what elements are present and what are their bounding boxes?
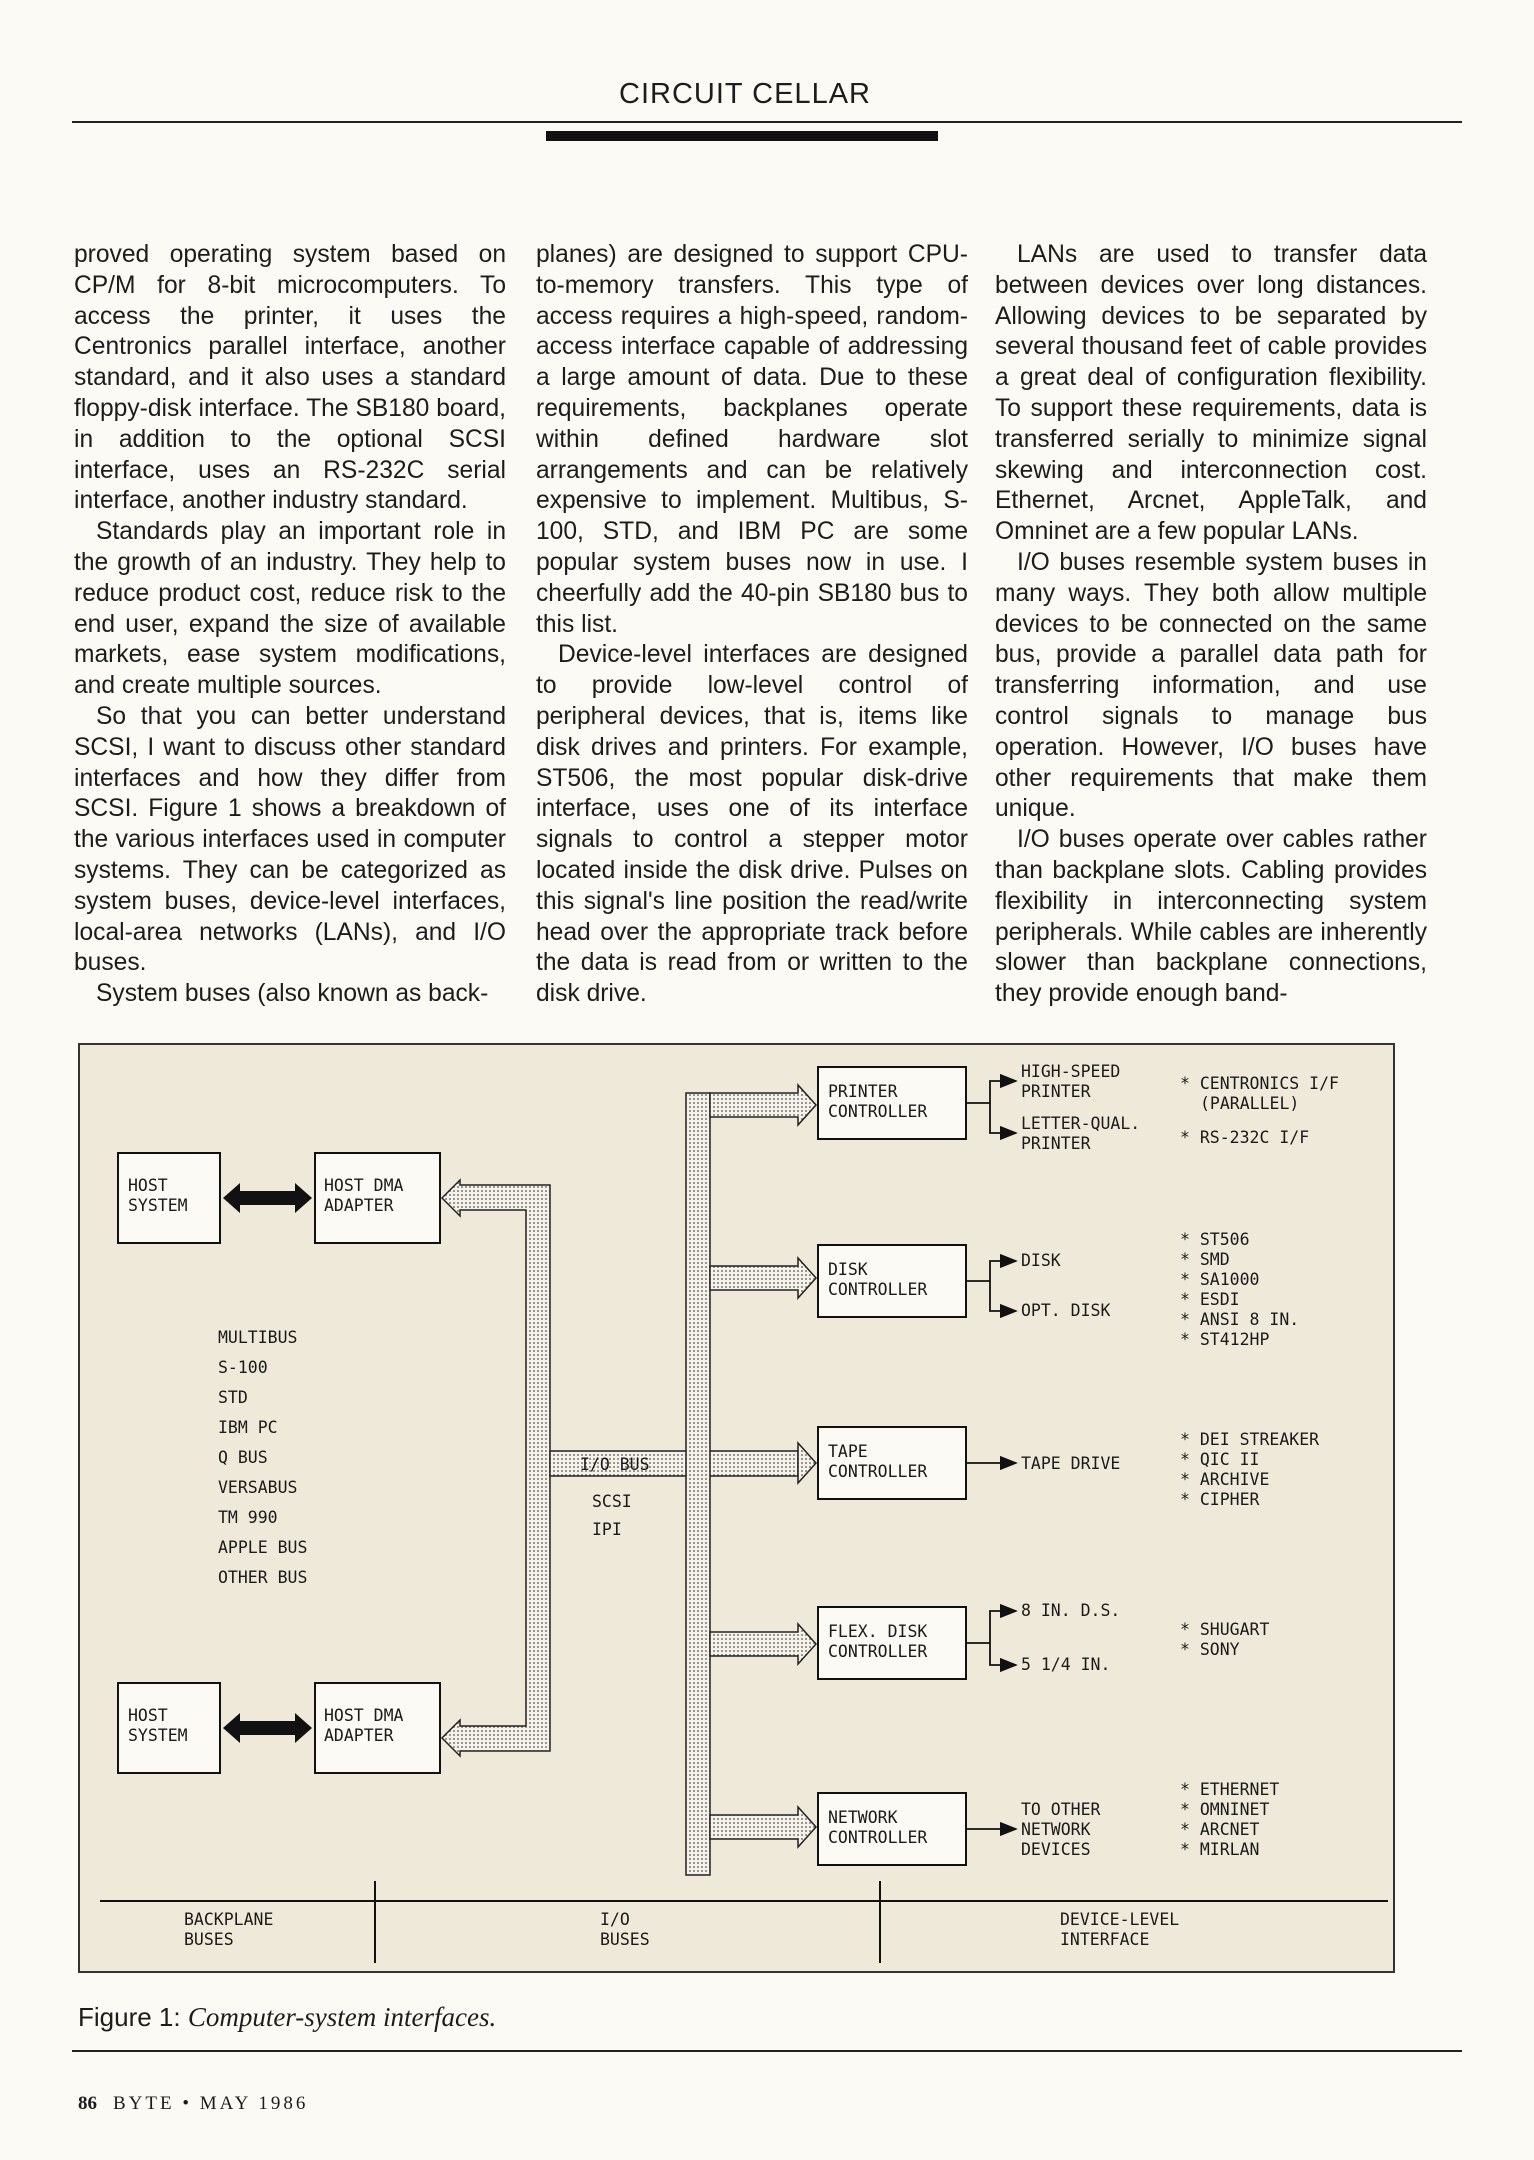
- controller-box: [817, 1792, 967, 1866]
- controller-box: [817, 1066, 967, 1140]
- page-number: 86: [78, 2093, 97, 2114]
- device-label: LETTER-QUAL.PRINTER: [1021, 1114, 1140, 1153]
- io-bus-paths: [440, 1083, 818, 1876]
- section-title: CIRCUIT CELLAR: [619, 78, 871, 110]
- publication-info: BYTE • MAY 1986: [113, 2093, 309, 2114]
- interface-standard: * QIC II: [1180, 1450, 1259, 1469]
- text-column-2: planes) are designed to support CPU-to-m…: [536, 240, 968, 1010]
- interface-standard: * DEI STREAKER: [1180, 1430, 1319, 1449]
- host-system-box: [117, 1152, 221, 1244]
- controller-box: [817, 1606, 967, 1680]
- interface-standard: * ANSI 8 IN.: [1180, 1310, 1299, 1329]
- caption-prefix: Figure 1:: [78, 2002, 181, 2032]
- system-bus-item: S-100: [218, 1358, 268, 1377]
- system-bus-item: TM 990: [218, 1508, 278, 1527]
- device-label: 8 IN. D.S.: [1021, 1601, 1120, 1620]
- device-connectors: [966, 1073, 1018, 1837]
- interface-standard: * SONY: [1180, 1640, 1240, 1659]
- interface-standard: * ST506: [1180, 1230, 1250, 1249]
- system-bus-item: IBM PC: [218, 1418, 278, 1437]
- device-label: 5 1/4 IN.: [1021, 1655, 1110, 1674]
- paragraph: Device-level interfaces are designed to …: [536, 641, 968, 1008]
- system-bus-item: MULTIBUS: [218, 1328, 297, 1347]
- interface-standard: * ETHERNET: [1180, 1780, 1279, 1799]
- interface-standard: * MIRLAN: [1180, 1840, 1259, 1859]
- system-bus-item: STD: [218, 1388, 248, 1407]
- system-bus-item: Q BUS: [218, 1448, 268, 1467]
- caption-title: Computer-system interfaces.: [187, 2002, 497, 2032]
- paragraph: System buses (also known as back-: [96, 980, 489, 1008]
- header-bar: [546, 131, 938, 141]
- page-footer: 86 BYTE • MAY 1986: [78, 2093, 308, 2115]
- device-label: DISK: [1021, 1251, 1061, 1270]
- io-bus-label: I/O BUS: [580, 1455, 650, 1474]
- interface-standard: * ST412HP: [1180, 1330, 1269, 1349]
- interface-standard: (PARALLEL): [1200, 1094, 1299, 1113]
- device-label: TAPE DRIVE: [1021, 1454, 1120, 1473]
- controller-box: [817, 1244, 967, 1318]
- paragraph: I/O buses operate over cables rather tha…: [995, 826, 1427, 1008]
- text-column-1: proved operating system based on CP/M fo…: [74, 240, 506, 1010]
- footer-rule: [72, 2050, 1462, 2052]
- interface-standard: * SHUGART: [1180, 1620, 1269, 1639]
- interface-standard: * CENTRONICS I/F: [1180, 1074, 1339, 1093]
- device-label: OPT. DISK: [1021, 1301, 1110, 1320]
- interface-standard: * ARCNET: [1180, 1820, 1260, 1839]
- paragraph: LANs are used to transfer data between d…: [995, 241, 1427, 546]
- interface-standard: * ARCHIVE: [1180, 1470, 1269, 1489]
- figure-caption: Figure 1: Computer-system interfaces.: [78, 2002, 496, 2033]
- interface-standard: * OMNINET: [1180, 1800, 1269, 1819]
- double-arrow-icon: [223, 1713, 312, 1743]
- paragraph: proved operating system based on CP/M fo…: [74, 241, 506, 515]
- system-bus-item: APPLE BUS: [218, 1538, 307, 1557]
- paragraph: planes) are designed to support CPU-to-m…: [536, 241, 968, 638]
- system-bus-item: OTHER BUS: [218, 1568, 307, 1587]
- host-dma-adapter-box: [314, 1682, 441, 1774]
- interface-standard: * ESDI: [1180, 1290, 1240, 1309]
- paragraph: Standards play an important role in the …: [74, 518, 506, 700]
- io-bus-item: IPI: [592, 1520, 622, 1539]
- text-column-3: LANs are used to transfer data between d…: [995, 240, 1427, 1010]
- double-arrow-icon: [223, 1183, 312, 1213]
- interface-standard: * SMD: [1180, 1250, 1230, 1269]
- interface-standard: * CIPHER: [1180, 1490, 1260, 1509]
- host-dma-adapter-box: [314, 1152, 441, 1244]
- controller-box: [817, 1426, 967, 1500]
- system-bus-item: VERSABUS: [218, 1478, 297, 1497]
- paragraph: So that you can better understand SCSI, …: [74, 702, 506, 977]
- interface-standard: * SA1000: [1180, 1270, 1259, 1289]
- paragraph: I/O buses resemble system buses in many …: [995, 548, 1427, 823]
- interface-standard: * RS-232C I/F: [1180, 1128, 1309, 1147]
- header-rule: [72, 121, 1462, 123]
- host-system-box: [117, 1682, 221, 1774]
- io-bus-item: SCSI: [592, 1492, 632, 1511]
